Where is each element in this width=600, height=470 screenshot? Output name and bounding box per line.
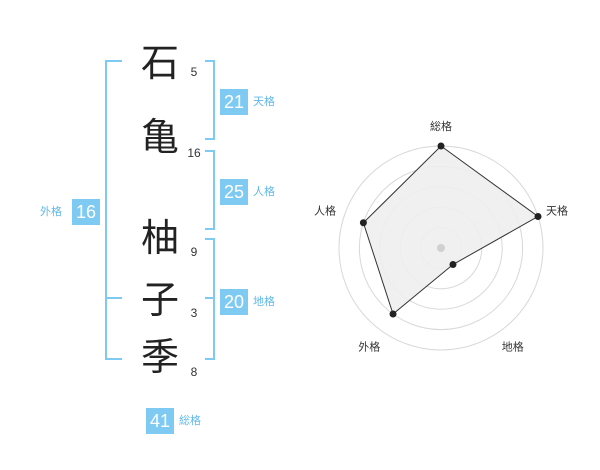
tenkaku-label: 天格: [253, 95, 275, 108]
radar-point-5: [359, 219, 367, 227]
radar-point-1: [437, 142, 445, 150]
radar-area: [362, 145, 539, 315]
jinkaku-label: 人格: [253, 185, 275, 198]
name-char-2: 亀: [140, 115, 179, 159]
jinkaku-value: 25: [220, 179, 248, 205]
radar-axis-label-1: 総格: [430, 119, 452, 133]
radar-axis-label-4: 外格: [358, 340, 380, 354]
gaikaku-label: 外格: [40, 205, 62, 218]
name-char-5: 季: [140, 335, 179, 379]
chikaku-value: 20: [220, 289, 248, 315]
name-char-3: 柚: [140, 216, 179, 260]
stroke-count-1: 5: [190, 65, 198, 79]
gaikaku-value: 16: [72, 199, 100, 225]
tenkaku-value: 21: [220, 89, 248, 115]
chikaku-label: 地格: [253, 295, 275, 308]
radar-point-3: [449, 261, 457, 269]
gaikaku-bracket: [105, 60, 122, 360]
soukaku-label: 総格: [179, 414, 201, 427]
stroke-count-3: 9: [190, 245, 198, 259]
radar-point-2: [534, 212, 542, 220]
name-char-4: 子: [140, 278, 179, 322]
radar-axis-label-3: 地格: [502, 340, 524, 354]
name-char-1: 石: [140, 41, 179, 85]
stroke-count-4: 3: [190, 306, 198, 320]
radar-axis-label-5: 人格: [314, 203, 336, 217]
jinkaku-bracket: [205, 150, 215, 230]
stroke-count-5: 8: [190, 365, 198, 379]
soukaku-value: 41: [146, 408, 174, 434]
tenkaku-bracket: [205, 60, 215, 140]
radar-axis-label-2: 天格: [546, 203, 568, 217]
radar-point-4: [389, 310, 397, 318]
stroke-count-2: 16: [187, 146, 201, 160]
radar-center-dot: [437, 244, 445, 252]
